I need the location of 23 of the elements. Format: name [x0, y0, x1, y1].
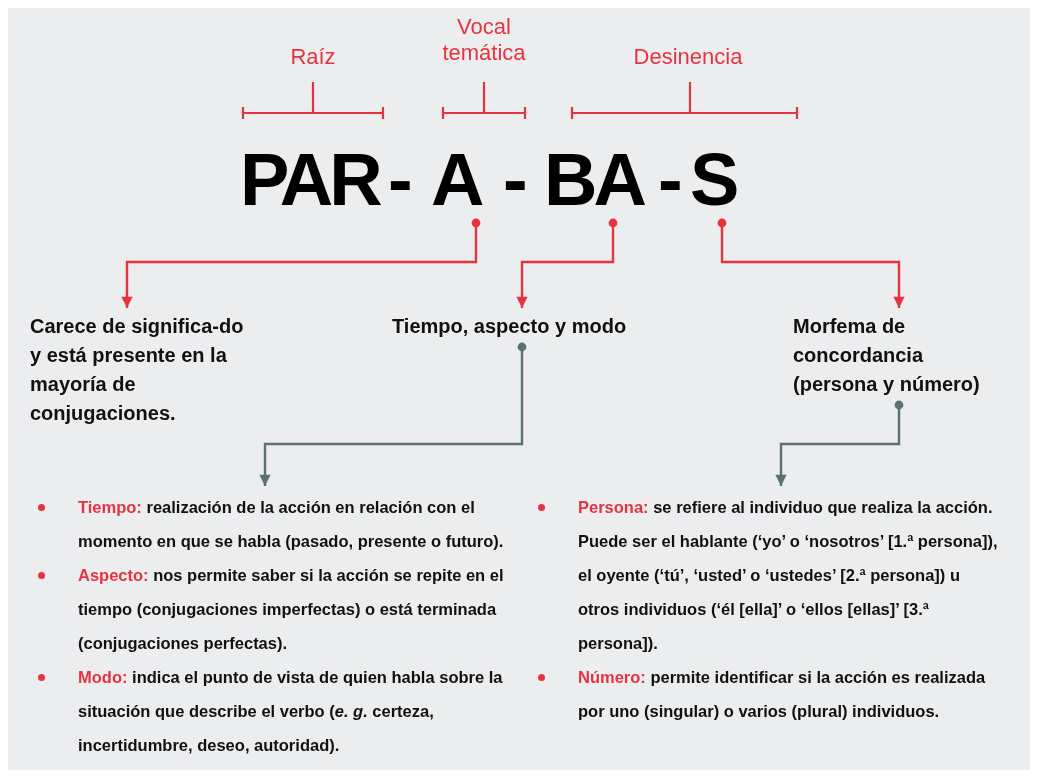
hyphen-text: - — [658, 143, 679, 217]
arrow — [717, 218, 905, 308]
description-text: Morfema de concordancia (persona y número) — [793, 312, 1005, 399]
list-item-text: Aspecto: nos permite saber si la acción se repite en el tiempo (conjugaciones imperfectas) o está terminada (conjugaciones perfectas). — [78, 565, 505, 654]
morpheme-text: S — [690, 143, 736, 217]
morpheme-text: BA — [544, 143, 643, 217]
list-item-text: Tiempo: realización de la acción en relación con el momento en que se habla (pasado, presente o futuro). — [78, 497, 505, 552]
bracket-label: Desinencia — [632, 44, 744, 70]
list-item-text: Persona: se refiere al individuo que realiza la acción. Puede ser el hablante (‘yo’ o ‘nosotros’ [1.ª persona]), el oyente (‘tú’, ‘usted’ o ‘ustedes’ [2.ª persona]) u otros individuos (‘él [ella]’ o ‘ellos [ellas]’ [3.ª persona]). — [578, 497, 999, 654]
bracket-label: Raíz — [289, 44, 337, 70]
arrow — [259, 342, 527, 486]
hyphen-text: - — [388, 143, 409, 217]
list-item-text: Modo: indica el punto de vista de quien habla sobre la situación que describe el verbo (e. g. certeza, incertidumbre, deseo, autoridad). — [78, 667, 504, 756]
morpheme-text: PAR — [240, 143, 379, 217]
hyphen-text: - — [503, 143, 524, 217]
arrow — [516, 218, 618, 308]
bracket-label: Vocal temática — [441, 14, 527, 66]
description-text: Tiempo, aspecto y modo — [392, 312, 642, 341]
description-text: Carece de significa-do y está presente en la mayoría de conjugaciones. — [30, 312, 245, 428]
morpheme-text: A — [431, 143, 481, 217]
list-item-text: Número: permite identificar si la acción es realizada por uno (singular) o varios (plural) individuos. — [578, 667, 987, 722]
arrow — [775, 400, 904, 486]
arrow — [121, 218, 481, 308]
